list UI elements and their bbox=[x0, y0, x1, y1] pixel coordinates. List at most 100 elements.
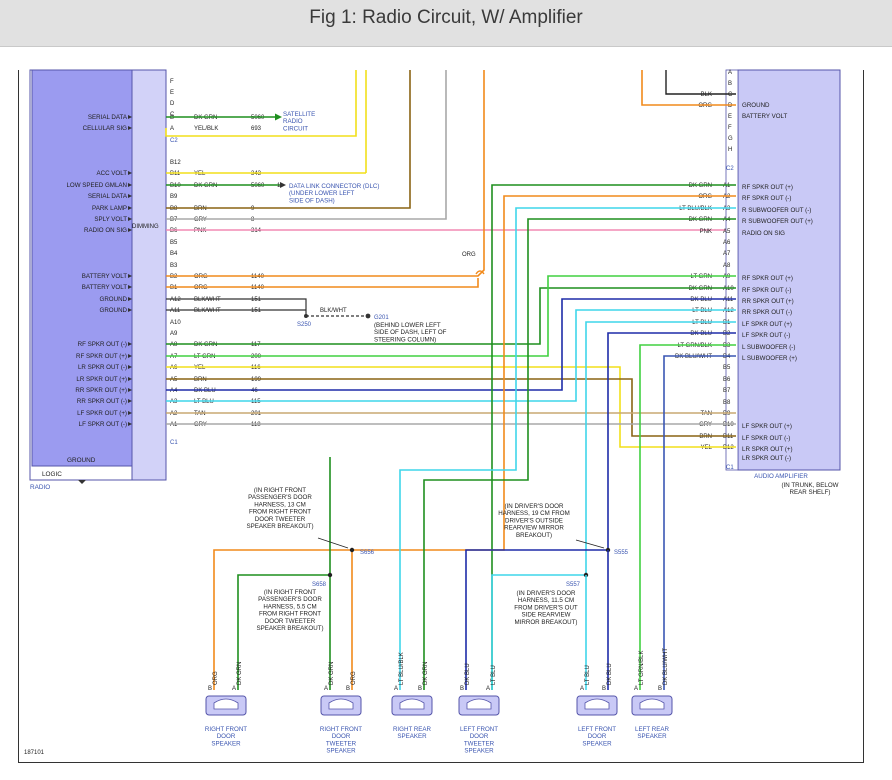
radio-circuit-label: 1140 bbox=[251, 285, 265, 291]
radio-circuit-label: 8 bbox=[251, 217, 255, 223]
amp-c1-wire-label: DK BLU bbox=[690, 297, 712, 303]
wire-s658-branch bbox=[237, 574, 330, 690]
amp-c1-pin: A1 bbox=[723, 183, 731, 189]
radio-c2-connector-label: C2 bbox=[170, 138, 178, 144]
pin-arrow bbox=[128, 365, 132, 369]
wire-rf-spkr-pos bbox=[166, 275, 736, 357]
radio-wire-label: TAN bbox=[194, 411, 206, 417]
radio-pin-number: A5 bbox=[170, 377, 178, 383]
radio-circuit-label: 201 bbox=[251, 411, 262, 417]
amp-c1-wire-label: LT GRN/BLK bbox=[678, 343, 712, 349]
radio-wire-label: GRY bbox=[194, 217, 207, 223]
amp-c2-pin: G bbox=[728, 136, 733, 142]
speaker-wire-label: DK GRN bbox=[329, 662, 335, 685]
amp-c1-pin: B12 bbox=[723, 445, 734, 451]
amp-c1-pin: A11 bbox=[723, 297, 734, 303]
amp-c2-wire-label: ORG bbox=[698, 103, 712, 109]
pin-arrow bbox=[128, 206, 132, 210]
pin-arrow bbox=[128, 308, 132, 312]
radio-wire-label: DK GRN bbox=[194, 183, 217, 189]
radio-signal-label: BATTERY VOLT bbox=[82, 284, 127, 291]
amp-c1-wire-label: DK GRN bbox=[689, 217, 712, 223]
wire-rf-spkr-neg bbox=[166, 287, 736, 345]
pin-arrow bbox=[128, 183, 132, 187]
amp-c2-signal-label: GROUND bbox=[742, 102, 770, 109]
wire-rr-spkr-neg bbox=[166, 309, 736, 402]
amp-c1-pin: A12 bbox=[723, 308, 734, 314]
radio-c2-signal-label: CELLULAR SIG bbox=[83, 125, 128, 132]
page-title: Fig 1: Radio Circuit, W/ Amplifier bbox=[309, 7, 583, 28]
splice-s656-dot bbox=[349, 547, 355, 553]
wire-amp-a1 bbox=[491, 184, 736, 690]
radio-circuit-label: 9 bbox=[251, 206, 255, 212]
g201-wire-label: BLK/WHT bbox=[320, 308, 347, 314]
speaker-pin-label: B bbox=[460, 686, 464, 692]
radio-signal-label: LR SPKR OUT (+) bbox=[76, 376, 127, 383]
radio-pin-number: A3 bbox=[170, 399, 178, 405]
speaker-pin-label: B bbox=[658, 686, 662, 692]
wire-park-lamp bbox=[166, 70, 411, 209]
speaker-wire-label: ORG bbox=[351, 671, 357, 685]
splice-s656-label: S656 bbox=[360, 550, 375, 556]
amp-c2-pin: F bbox=[728, 125, 732, 131]
title-bar: Fig 1: Radio Circuit, W/ Amplifier bbox=[0, 0, 892, 47]
speaker-pin-label: A bbox=[580, 686, 584, 692]
radio-pin-number: B9 bbox=[170, 194, 178, 200]
wire-rr-spkr-pos bbox=[166, 298, 736, 391]
speaker-wire-label: LT BLU bbox=[585, 665, 591, 685]
splice-s658-dot bbox=[327, 572, 333, 578]
radio-ground-label: GROUND bbox=[67, 457, 96, 464]
radio-pin-number: B4 bbox=[170, 251, 178, 257]
ground-g201-label: G201 bbox=[374, 315, 389, 321]
radio-circuit-label: 118 bbox=[251, 422, 261, 428]
amp-c1-signal-label: LR SPKR OUT (+) bbox=[742, 446, 793, 453]
amp-c2-connector-label: C2 bbox=[726, 166, 734, 172]
radio-wire-label: BLK/WHT bbox=[194, 308, 221, 314]
speaker-wire-label: LT BLU bbox=[491, 665, 497, 685]
radio-top-pin: D bbox=[170, 101, 175, 107]
org-wire-label: ORG bbox=[462, 252, 476, 258]
radio-c1-connector-label: C1 bbox=[170, 440, 178, 446]
radio-signal-label: RR SPKR OUT (+) bbox=[75, 387, 127, 394]
wire-amp-b4 bbox=[663, 355, 736, 690]
radio-signal-label: SPLY VOLT bbox=[94, 216, 127, 223]
pin-arrow bbox=[128, 228, 132, 232]
radio-signal-label: RR SPKR OUT (-) bbox=[77, 398, 127, 405]
speaker-pin-label: A bbox=[324, 686, 328, 692]
speaker-pin-label: A bbox=[232, 686, 236, 692]
amp-c2-pin: C bbox=[728, 92, 733, 98]
amp-c1-pin: B2 bbox=[723, 331, 731, 337]
amp-c1-wire-label: DK GRN bbox=[689, 183, 712, 189]
amp-c1-wire-label: ORG bbox=[698, 194, 712, 200]
radio-signal-label: BATTERY VOLT bbox=[82, 273, 127, 280]
radio-c2-circuit-label: 5060 bbox=[251, 115, 265, 121]
radio-wire-label: BRN bbox=[194, 206, 207, 212]
amp-c1-wire-label: GRY bbox=[699, 422, 712, 428]
speaker-pin-label: B bbox=[208, 686, 212, 692]
radio-pin-number: A11 bbox=[170, 308, 181, 314]
amp-c1-signal-label: RF SPKR OUT (+) bbox=[742, 184, 793, 191]
radio-pin-number: B6 bbox=[170, 228, 178, 234]
radio-c2-pin: A bbox=[170, 126, 174, 132]
speaker-wire-label: DK BLU bbox=[607, 663, 613, 685]
radio-pin-number: A10 bbox=[170, 320, 181, 326]
wire-battery-volt-b2 bbox=[166, 70, 485, 277]
pin-arrow bbox=[128, 422, 132, 426]
radio-logic-box bbox=[31, 69, 133, 467]
amp-c1-connector-label: C1 bbox=[726, 465, 734, 471]
amp-c1-signal-label: R SUBWOOFER OUT (+) bbox=[742, 218, 813, 225]
radio-pin-number: A4 bbox=[170, 388, 178, 394]
radio-circuit-label: 151 bbox=[251, 297, 262, 303]
amp-c1-signal-label: RF SPKR OUT (-) bbox=[742, 287, 791, 294]
radio-circuit-label: 46 bbox=[251, 388, 258, 394]
radio-c2-circuit-label: 693 bbox=[251, 126, 262, 132]
amp-c1-pin: B8 bbox=[723, 400, 731, 406]
radio-signal-label: GROUND bbox=[100, 307, 128, 314]
radio-dimming-label: DIMMING bbox=[132, 224, 159, 230]
amp-c1-wire-label: PNK bbox=[700, 229, 712, 235]
radio-pin-number: B3 bbox=[170, 263, 178, 269]
